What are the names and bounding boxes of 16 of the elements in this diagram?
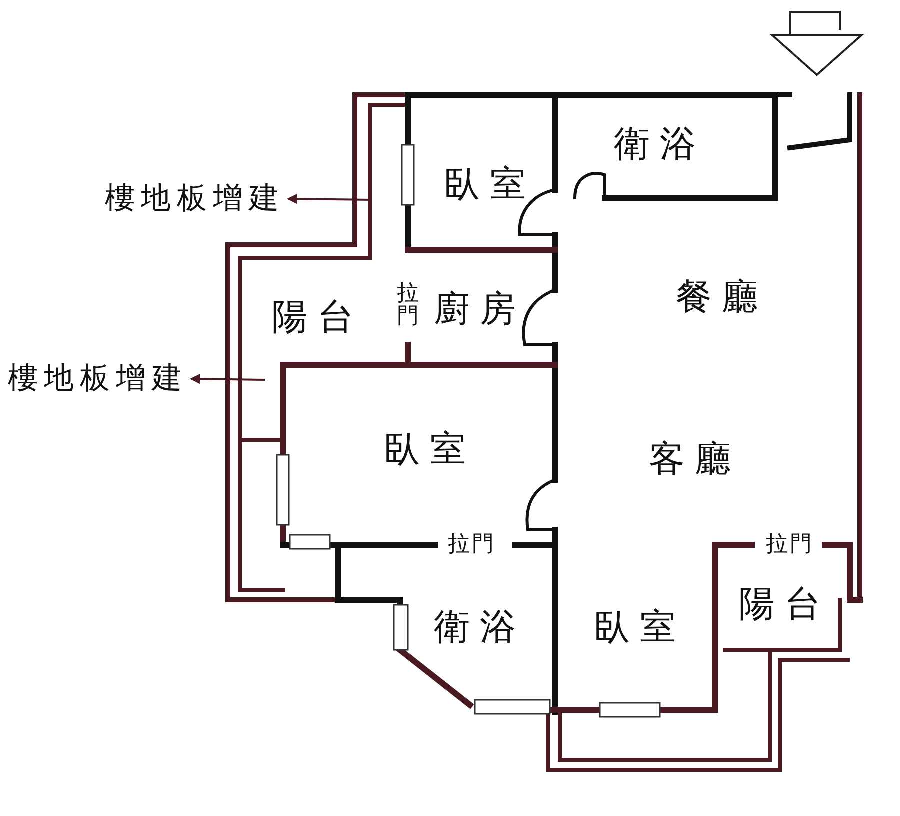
room-label: 陽台 [272, 300, 364, 336]
door-label: 拉門 [448, 534, 496, 556]
room-label: 臥室 [384, 432, 476, 468]
room-label: 衛浴 [434, 610, 526, 646]
room-label: 臥室 [444, 167, 536, 203]
leader-arrow [190, 374, 266, 384]
door-label: 拉門 [397, 282, 419, 328]
room-label: 餐廳 [676, 280, 768, 316]
annotation-text: 樓地板增建 [105, 184, 285, 214]
annotation-text: 樓地板增建 [8, 364, 188, 394]
room-label: 陽台 [739, 587, 831, 623]
room-label: 客廳 [649, 442, 741, 478]
room-label: 衛浴 [614, 127, 706, 163]
room-label: 廚房 [434, 292, 526, 328]
room-label: 臥室 [594, 610, 686, 646]
door-label: 拉門 [766, 534, 814, 556]
